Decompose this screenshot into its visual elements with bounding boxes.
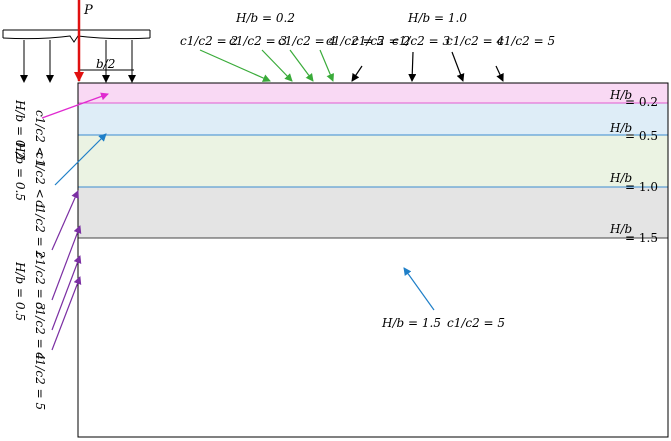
black-arrows bbox=[351, 51, 504, 82]
black-header: H/b = 1.0 bbox=[407, 11, 467, 25]
layer-label-h05-eq: = 0.5 bbox=[625, 129, 658, 143]
layer-h02 bbox=[78, 83, 668, 103]
layer-h05 bbox=[78, 103, 668, 135]
layer-label-h10-eq: = 1.0 bbox=[625, 180, 658, 194]
layer-labels: H/b = 0.2 H/b = 0.5 H/b = 1.0 H/b = 1.5 bbox=[609, 88, 658, 245]
layer-label-h02-frac: H/b bbox=[609, 88, 632, 102]
bottom-arrow bbox=[403, 267, 435, 311]
svg-text:H/b = 0.5: H/b = 0.5 bbox=[13, 141, 27, 201]
layer-label-h02-eq: = 0.2 bbox=[625, 95, 658, 109]
half-width-label: b/2 bbox=[96, 57, 115, 71]
black-ratio-3: c1/c2 = 3 bbox=[392, 34, 450, 48]
svg-text:c1/c2 = 5: c1/c2 = 5 bbox=[33, 352, 47, 410]
bottom-label-depth: H/b = 1.5 bbox=[381, 316, 441, 330]
left-label-purple: c1/c2 = 2 c1/c2 = 3 c1/c2 = 4 c1/c2 = 5 … bbox=[13, 190, 82, 410]
svg-text:c1/c2 < 1: c1/c2 < 1 bbox=[33, 110, 47, 168]
left-label-magenta: H/b = 0.2 c1/c2 < 1 bbox=[13, 92, 109, 168]
svg-text:c1/c2 < 1: c1/c2 < 1 bbox=[33, 152, 47, 210]
svg-text:H/b = 0.5: H/b = 0.5 bbox=[13, 261, 27, 321]
left-label-blue: H/b = 0.5 c1/c2 < 1 bbox=[13, 133, 107, 210]
svg-text:H/b = 0.2: H/b = 0.2 bbox=[13, 99, 27, 159]
black-ratio-5: c1/c2 = 5 bbox=[497, 34, 555, 48]
load-label: P bbox=[83, 3, 93, 18]
green-header: H/b = 0.2 bbox=[235, 11, 295, 25]
black-ratio-4: c1/c2 = 4 bbox=[446, 34, 504, 48]
svg-text:c1/c2 = 3: c1/c2 = 3 bbox=[33, 252, 47, 310]
layer-label-h15-eq: = 1.5 bbox=[625, 231, 658, 245]
bottom-label-ratio: c1/c2 = 5 bbox=[447, 316, 505, 330]
green-ratio-3: c1/c2 = 3 bbox=[229, 34, 287, 48]
green-ratio-2: c1/c2 = 2 bbox=[180, 34, 238, 48]
layer-h10 bbox=[78, 135, 668, 187]
layer-h15 bbox=[78, 187, 668, 238]
black-ratio-2: c1/c2 = 2 bbox=[352, 34, 410, 48]
svg-text:c1/c2 = 4: c1/c2 = 4 bbox=[33, 302, 47, 360]
green-ratio-4: c1/c2 = 4 bbox=[278, 34, 336, 48]
layer-label-h15-frac: H/b bbox=[609, 222, 632, 236]
layer-label-h05-frac: H/b bbox=[609, 121, 632, 135]
load-sketch bbox=[2, 0, 151, 83]
green-arrows bbox=[199, 49, 334, 82]
svg-text:c1/c2 = 2: c1/c2 = 2 bbox=[33, 200, 47, 258]
layer-label-h10-frac: H/b bbox=[609, 171, 632, 185]
green-ratio-5: c1/c2 = 5 bbox=[326, 34, 384, 48]
